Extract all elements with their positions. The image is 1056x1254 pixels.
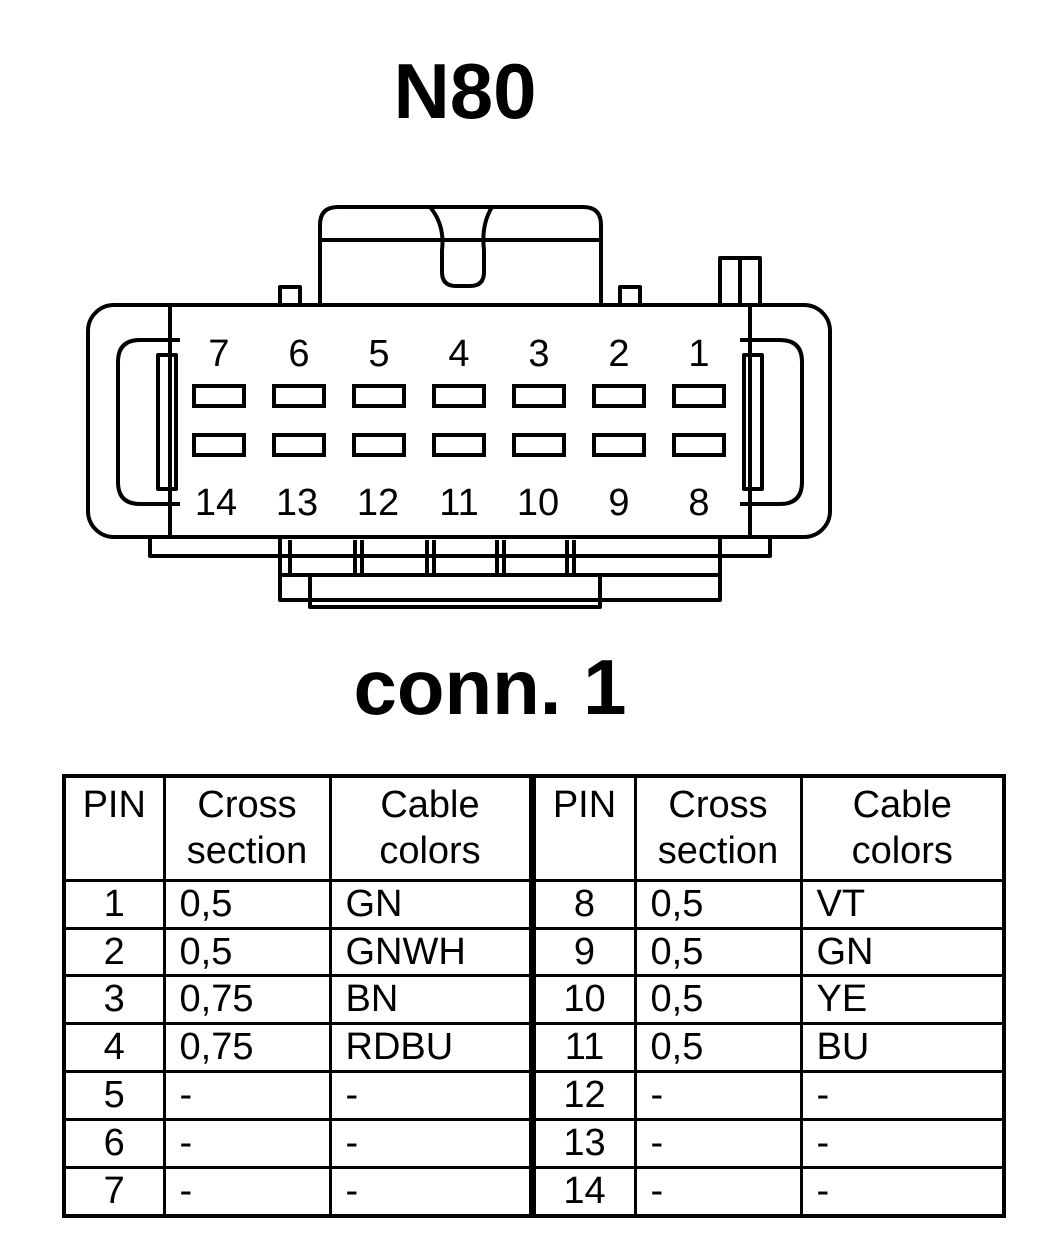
pin-slot-14 (192, 433, 246, 457)
table-row: 6 - - 13 - - (62, 1117, 1006, 1169)
cable-color-cell: GNWH (328, 926, 536, 978)
pin-slot-7 (192, 384, 246, 408)
pin-label: 5 (368, 333, 389, 375)
latch-tab (428, 205, 494, 288)
pin-cell: 10 (530, 974, 637, 1026)
side-lock-right (740, 338, 804, 506)
pin-cell: 14 (530, 1165, 637, 1218)
cross-section-cell: - (162, 1070, 332, 1121)
pin-label: 3 (528, 333, 549, 375)
cable-color-cell: - (799, 1070, 1006, 1121)
table-row: 5 - - 12 - - (62, 1070, 1006, 1121)
cross-section-cell: 0,5 (633, 1022, 803, 1074)
cross-section-cell: - (633, 1117, 803, 1169)
pin-label: 13 (276, 482, 318, 524)
pin-slot-8 (672, 433, 726, 457)
post-right (618, 285, 642, 307)
post-left (278, 285, 302, 307)
pin-slot-11 (432, 433, 486, 457)
bottom-skirt (148, 537, 772, 558)
cross-section-cell: - (162, 1117, 332, 1169)
cross-section-cell: 0,75 (162, 1022, 332, 1074)
cable-color-cell: RDBU (328, 1022, 536, 1074)
pin-cell: 12 (530, 1070, 637, 1121)
cable-color-cell: - (328, 1165, 536, 1218)
cross-section-cell: - (633, 1070, 803, 1121)
pin-label: 7 (208, 333, 229, 375)
table-row: 4 0,75 RDBU 11 0,5 BU (62, 1022, 1006, 1074)
pin-label: 10 (517, 482, 559, 524)
cable-color-cell: BN (328, 974, 536, 1026)
pin-label: 4 (448, 333, 469, 375)
pin-cell: 3 (62, 974, 166, 1026)
header-pin: PIN (62, 774, 166, 882)
cable-color-cell: - (799, 1117, 1006, 1169)
pin-label: 8 (688, 482, 709, 524)
side-lock-left (116, 338, 180, 506)
cable-color-cell: - (328, 1117, 536, 1169)
cable-color-cell: GN (799, 926, 1006, 978)
pin-slot-9 (592, 433, 646, 457)
header-pin: PIN (530, 774, 637, 882)
cross-section-cell: 0,75 (162, 974, 332, 1026)
pin-slot-6 (272, 384, 326, 408)
pin-cell: 5 (62, 1070, 166, 1121)
connector-diagram: 7 6 5 4 3 2 1 14 13 12 11 10 9 8 (86, 205, 832, 609)
pin-cell: 2 (62, 926, 166, 978)
cross-section-cell: 0,5 (633, 974, 803, 1026)
pin-label: 14 (195, 482, 237, 524)
cable-color-cell: - (328, 1070, 536, 1121)
cable-color-cell: - (799, 1165, 1006, 1218)
pin-slot-1 (672, 384, 726, 408)
pin-cell: 11 (530, 1022, 637, 1074)
pin-label: 9 (608, 482, 629, 524)
pin-label: 12 (357, 482, 399, 524)
cross-section-cell: - (633, 1165, 803, 1218)
cable-color-cell: GN (328, 878, 536, 930)
pin-slot-2 (592, 384, 646, 408)
table-row: 7 - - 14 - - (62, 1165, 1006, 1218)
pin-cell: 1 (62, 878, 166, 930)
pin-cell: 7 (62, 1165, 166, 1218)
cross-section-cell: 0,5 (633, 878, 803, 930)
pin-label: 6 (288, 333, 309, 375)
pin-slot-12 (352, 433, 406, 457)
cable-color-cell: VT (799, 878, 1006, 930)
table-row: 1 0,5 GN 8 0,5 VT (62, 878, 1006, 930)
pin-cell: 8 (530, 878, 637, 930)
cable-color-cell: BU (799, 1022, 1006, 1074)
table-row: 2 0,5 GNWH 9 0,5 GN (62, 926, 1006, 978)
pin-slot-10 (512, 433, 566, 457)
latch-housing (318, 205, 603, 305)
connector-title: N80 (393, 47, 537, 135)
connector-body (86, 303, 832, 539)
cross-section-cell: 0,5 (162, 878, 332, 930)
pin-cell: 13 (530, 1117, 637, 1169)
pin-cell: 4 (62, 1022, 166, 1074)
pin-slot-5 (352, 384, 406, 408)
pin-slot-13 (272, 433, 326, 457)
pin-label: 1 (688, 333, 709, 375)
pin-slot-3 (512, 384, 566, 408)
cross-section-cell: 0,5 (633, 926, 803, 978)
cross-section-cell: - (162, 1165, 332, 1218)
cross-section-cell: 0,5 (162, 926, 332, 978)
pin-label: 2 (608, 333, 629, 375)
table-row: 3 0,75 BN 10 0,5 YE (62, 974, 1006, 1026)
pin-label: 11 (439, 482, 478, 524)
connector-subtitle: conn. 1 (353, 643, 627, 731)
pin-cell: 6 (62, 1117, 166, 1169)
cable-color-cell: YE (799, 974, 1006, 1026)
pin-cell: 9 (530, 926, 637, 978)
pin-slot-4 (432, 384, 486, 408)
